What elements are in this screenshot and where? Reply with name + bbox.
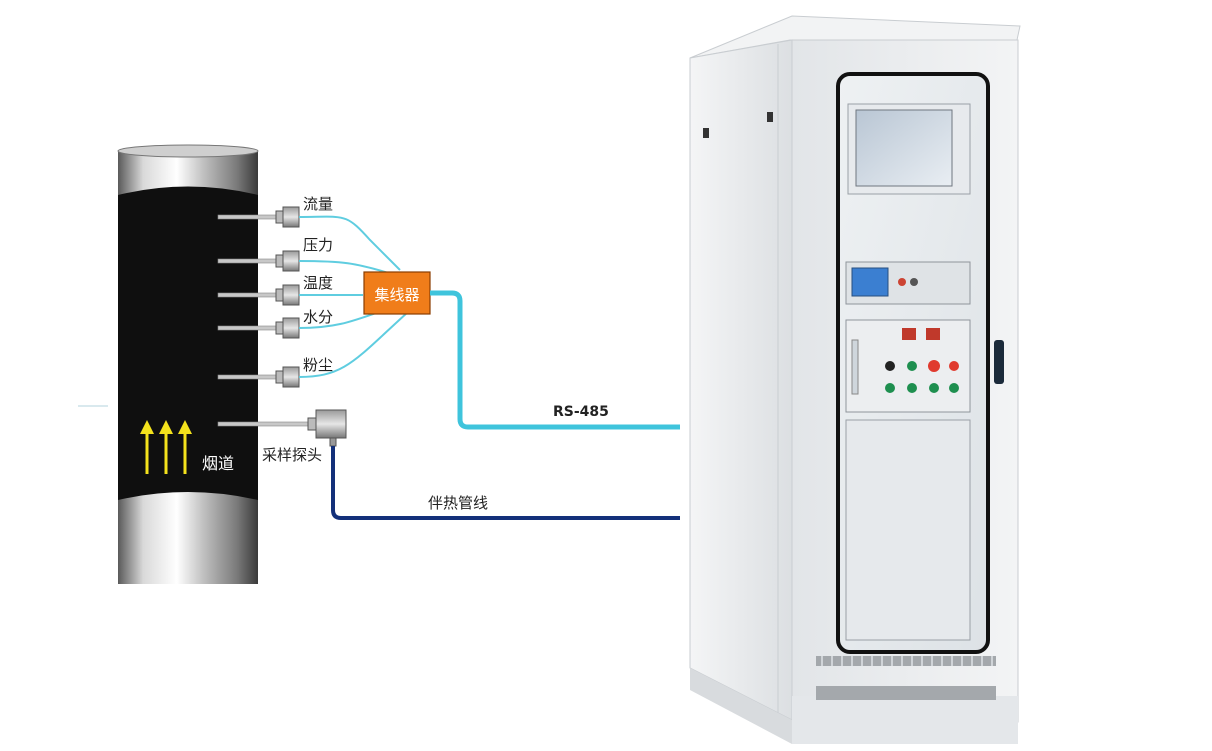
flue-pipe (117, 144, 259, 584)
sensor-label-moisture: 水分 (303, 308, 333, 326)
heat-trace-line (331, 446, 680, 520)
sensor-label-dust: 粉尘 (303, 356, 333, 374)
sensor-connector-pressure (275, 250, 300, 272)
sampling-probe (307, 409, 347, 447)
sensor-label-flow: 流量 (303, 195, 333, 213)
hub-label: 集线器 (374, 286, 419, 304)
sensor-connector-moisture (275, 317, 300, 339)
heat-trace-label: 伴热管线 (428, 494, 488, 512)
flow-arrows (140, 420, 192, 474)
sensor-connector-flow (275, 206, 300, 228)
rs485-label: RS-485 (553, 404, 609, 420)
flue-label: 烟道 (202, 454, 234, 473)
sensor-connector-temperature (275, 284, 300, 306)
analyzer-cabinet (689, 15, 1021, 744)
probe-label: 采样探头 (262, 446, 322, 464)
sensor-label-temperature: 温度 (303, 274, 333, 292)
vent-grille (816, 656, 996, 700)
signal-wires (298, 215, 409, 378)
rs485-line (430, 290, 680, 430)
sensor-label-pressure: 压力 (303, 236, 333, 254)
sensor-labels: 流量 压力 温度 水分 粉尘 (303, 195, 333, 374)
sensor-connector-dust (275, 366, 300, 388)
sensor-connectors (275, 206, 300, 388)
hub-box: 集线器 (363, 271, 431, 315)
